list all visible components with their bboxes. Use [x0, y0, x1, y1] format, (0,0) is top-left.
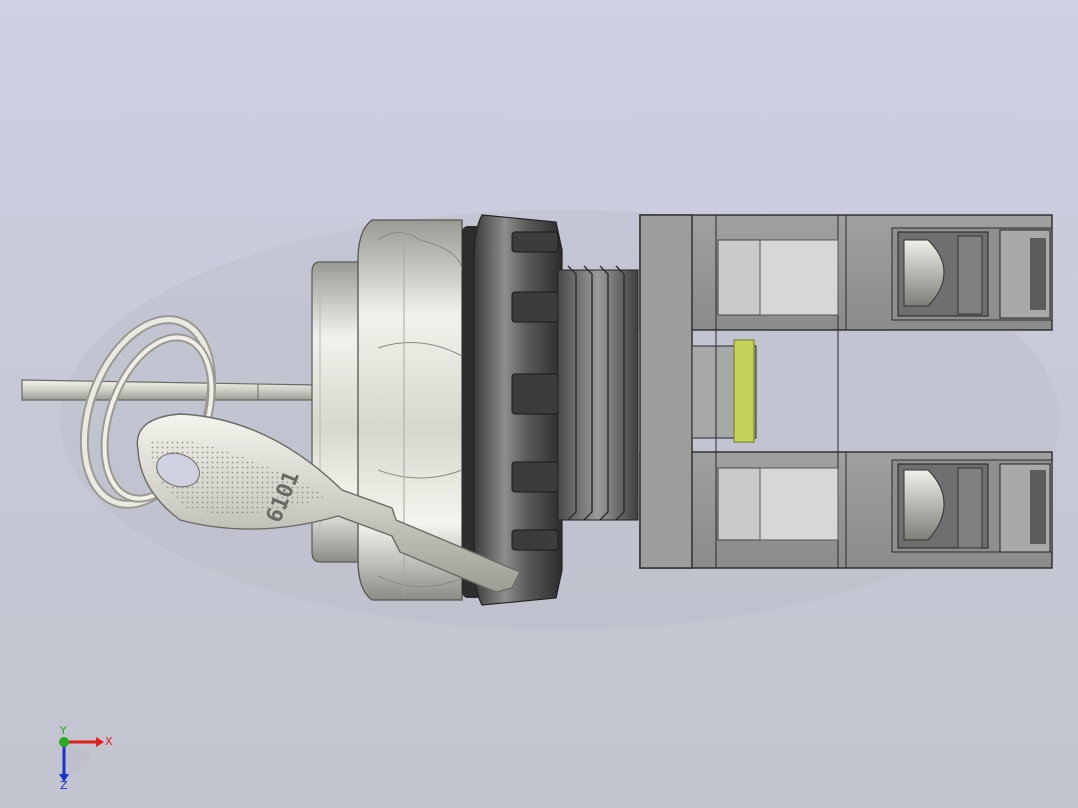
- x-axis-arrow: [64, 737, 104, 747]
- y-axis-label: Y: [59, 726, 67, 737]
- x-axis-label: X: [105, 735, 113, 748]
- y-axis-dot: [59, 737, 69, 747]
- z-axis-label: Z: [60, 779, 68, 790]
- mounting-ring[interactable]: [462, 214, 563, 606]
- z-axis-arrow: [59, 742, 69, 782]
- threaded-barrel[interactable]: [557, 265, 639, 521]
- key[interactable]: 6101: [136, 413, 521, 593]
- contact-block-bottom[interactable]: [891, 459, 1053, 553]
- coordinate-triad: X Y Z: [59, 726, 113, 790]
- contact-block-top[interactable]: [891, 227, 1053, 321]
